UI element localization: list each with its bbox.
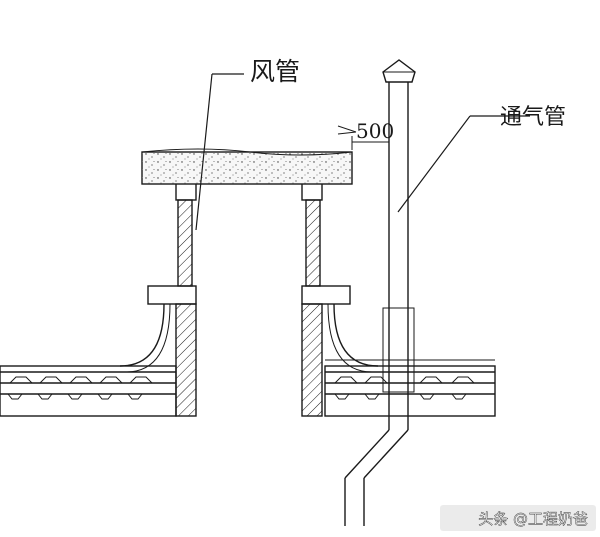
curb-left — [119, 285, 197, 417]
column-left — [175, 181, 197, 287]
dimension-lines — [337, 125, 390, 150]
curb-right — [301, 285, 379, 417]
cover-slab — [141, 148, 353, 185]
leader-lines — [195, 73, 530, 231]
watermark-text: 头条 @工程奶爸 — [478, 510, 588, 528]
vent-pipe-label: 通气管 — [500, 105, 566, 130]
duct-label: 风管 — [250, 57, 300, 86]
column-right — [301, 181, 323, 287]
roof-slab-left — [0, 365, 177, 417]
roof-slab-right — [324, 359, 496, 417]
watermark: 头条 @工程奶爸 — [440, 505, 596, 531]
dimension-label: 500 — [356, 119, 394, 143]
